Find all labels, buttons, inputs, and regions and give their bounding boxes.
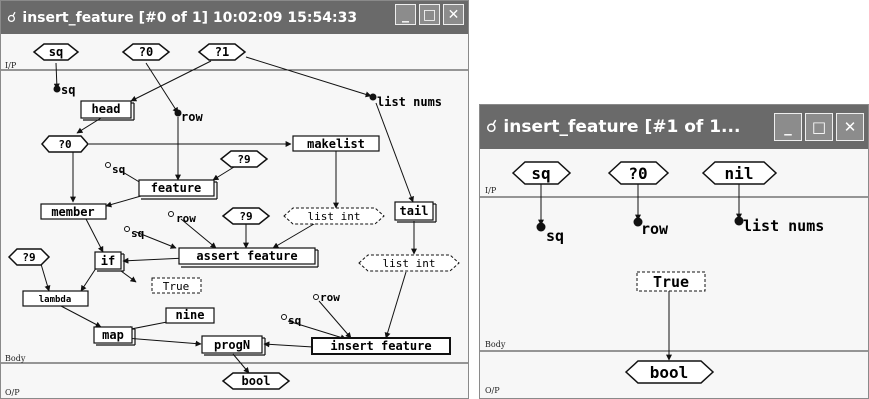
window-controls: _ □ ✕ (395, 4, 464, 25)
section-input-label: I/P (5, 61, 17, 70)
input-sq[interactable]: sq (49, 45, 63, 59)
close-button[interactable]: ✕ (443, 4, 464, 25)
const-true[interactable]: True (163, 280, 190, 293)
output-bool[interactable]: bool (242, 374, 271, 388)
section-body-label: Body (485, 340, 506, 349)
maximize-icon: □ (811, 118, 827, 136)
minimize-icon: _ (402, 6, 409, 23)
node-feature[interactable]: feature (151, 181, 202, 195)
node-q9-c[interactable]: ?9 (22, 251, 35, 264)
window-insert-feature-0[interactable]: ☌ insert_feature [#0 of 1] 10:02:09 15:5… (0, 0, 469, 399)
dataflow-diagram[interactable]: I/P Body O/P sq ?0 nil bool True (480, 149, 868, 398)
label-row: row (641, 220, 669, 238)
node-lambda[interactable]: lambda (39, 295, 72, 305)
node-member[interactable]: member (51, 205, 94, 219)
section-body-label: Body (5, 354, 26, 363)
label-sq: sq (61, 83, 75, 97)
close-icon: ✕ (843, 118, 857, 136)
window-controls: _ □ ✕ (774, 113, 864, 141)
label-row-2: row (320, 291, 340, 304)
section-output-label: O/P (5, 388, 20, 397)
input-q0[interactable]: ?0 (628, 164, 647, 183)
node-progN[interactable]: progN (214, 338, 250, 352)
node-tail[interactable]: tail (400, 204, 429, 218)
minimize-button[interactable]: _ (395, 4, 416, 25)
node-nine[interactable]: nine (176, 308, 205, 322)
input-sq[interactable]: sq (531, 164, 550, 183)
label-list-nums: list nums (377, 95, 442, 109)
window-title: insert_feature [#1 of 1... (503, 117, 741, 137)
section-output-label: O/P (485, 386, 500, 395)
titlebar[interactable]: ☌ insert_feature [#1 of 1... _ □ ✕ (480, 105, 868, 149)
window-insert-feature-1[interactable]: ☌ insert_feature [#1 of 1... _ □ ✕ I/P B… (479, 104, 869, 399)
app-eye-icon: ☌ (486, 117, 498, 137)
node-makelist[interactable]: makelist (307, 137, 365, 151)
node-insert-feature[interactable]: insert feature (330, 339, 431, 353)
maximize-icon: □ (422, 6, 437, 23)
input-q1[interactable]: ?1 (215, 45, 229, 59)
node-q0[interactable]: ?0 (58, 138, 71, 151)
label-row-1: row (176, 212, 196, 225)
minimize-icon: _ (784, 118, 792, 136)
input-nil[interactable]: nil (725, 164, 754, 183)
label-list-nums: list nums (743, 217, 824, 235)
window-title: insert_feature [#0 of 1] 10:02:09 15:54:… (22, 9, 358, 26)
diagram-canvas[interactable]: I/P Body O/P (1, 34, 468, 398)
minimize-button[interactable]: _ (774, 113, 802, 141)
maximize-button[interactable]: □ (805, 113, 833, 141)
close-button[interactable]: ✕ (836, 113, 864, 141)
input-q0[interactable]: ?0 (139, 45, 153, 59)
label-sq-3: sq (288, 314, 301, 327)
const-list-int-1[interactable]: list int (308, 210, 361, 223)
label-sq-1: sq (112, 163, 125, 176)
maximize-button[interactable]: □ (419, 4, 440, 25)
node-if[interactable]: if (101, 254, 115, 268)
titlebar[interactable]: ☌ insert_feature [#0 of 1] 10:02:09 15:5… (1, 1, 468, 34)
diagram-canvas[interactable]: I/P Body O/P sq ?0 nil bool True (480, 149, 868, 398)
node-head[interactable]: head (92, 102, 121, 116)
output-bool[interactable]: bool (650, 363, 689, 382)
node-assert-feature[interactable]: assert feature (196, 249, 297, 263)
close-icon: ✕ (447, 6, 460, 23)
dataflow-diagram[interactable]: I/P Body O/P (1, 34, 468, 398)
app-eye-icon: ☌ (7, 9, 17, 26)
section-input-label: I/P (485, 186, 497, 195)
node-map[interactable]: map (102, 328, 124, 342)
node-q9-b[interactable]: ?9 (239, 210, 252, 223)
const-true[interactable]: True (653, 273, 689, 291)
label-sq: sq (546, 227, 564, 245)
label-row: row (181, 110, 203, 124)
node-q9-a[interactable]: ?9 (237, 153, 250, 166)
label-sq-2: sq (131, 227, 144, 240)
const-list-int-2[interactable]: list int (383, 257, 436, 270)
